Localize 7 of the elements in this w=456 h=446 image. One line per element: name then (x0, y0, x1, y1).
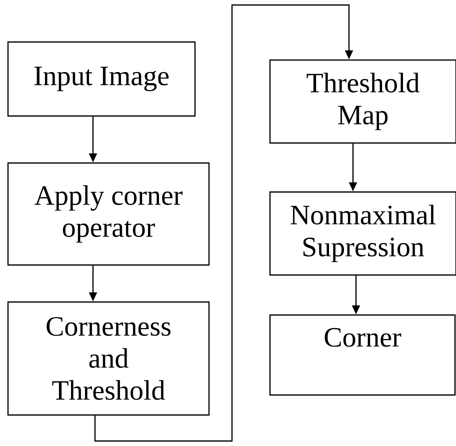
process-box: Apply corner operator (7, 162, 210, 266)
process-box: Corner (269, 314, 456, 396)
process-box: Nonmaximal Supression (269, 191, 456, 276)
arrow (94, 4, 354, 442)
process-box: Cornerness and Threshold (7, 301, 210, 416)
process-box: Threshold Map (269, 59, 456, 144)
process-box: Input Image (7, 41, 196, 117)
